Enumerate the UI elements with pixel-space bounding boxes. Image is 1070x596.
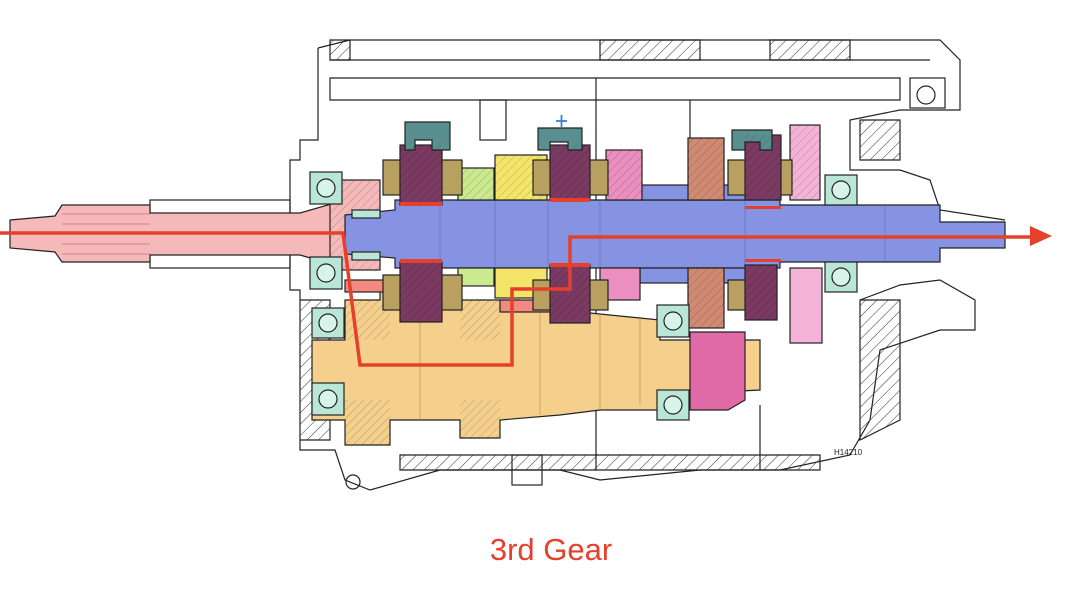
gear-green-lower	[457, 267, 495, 287]
gear-pink-right-lower	[789, 267, 823, 344]
power-flow-path	[0, 226, 1052, 367]
drawing-reference: H14210	[834, 448, 863, 457]
countershaft-cluster	[311, 289, 761, 446]
reverse-gear	[689, 331, 746, 411]
bearings	[309, 171, 858, 421]
plus-marker-icon	[556, 115, 567, 127]
diagram-caption: 3rd Gear	[489, 532, 613, 567]
mainshaft	[344, 184, 1006, 284]
arrowhead-icon	[1030, 226, 1052, 246]
synchro-assemblies	[382, 121, 793, 324]
